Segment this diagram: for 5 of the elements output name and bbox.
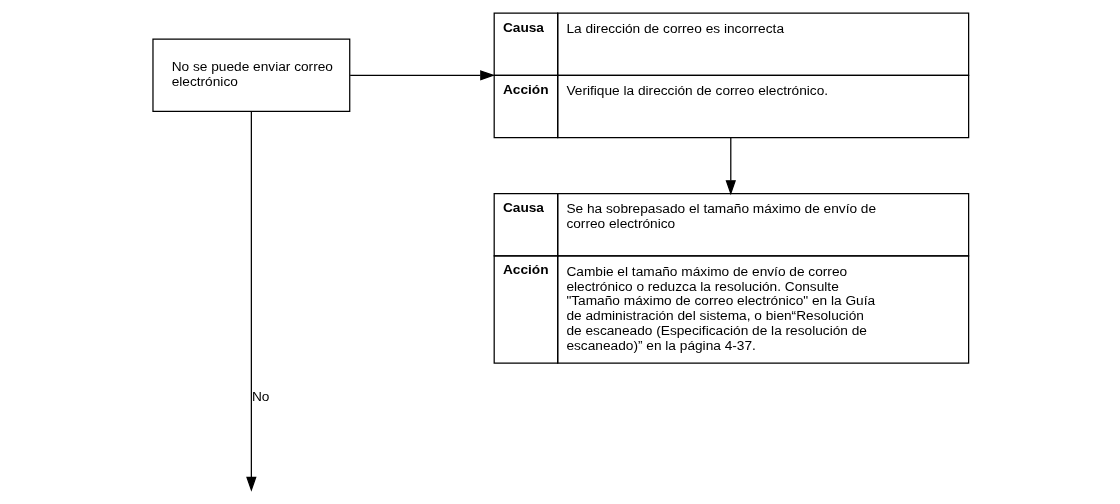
node-box: No se puede enviar correo electrónico	[151, 38, 350, 113]
edge-label: No	[251, 389, 269, 405]
arrow	[245, 110, 257, 492]
arrow	[725, 137, 736, 196]
arrow	[349, 70, 495, 81]
